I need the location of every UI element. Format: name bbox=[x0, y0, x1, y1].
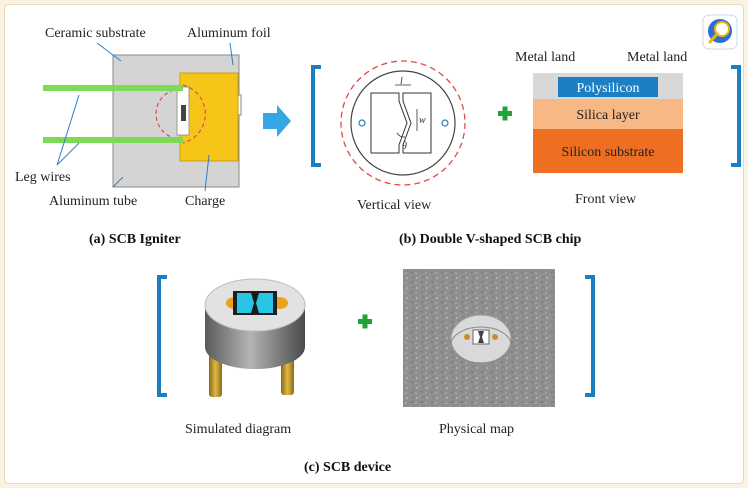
front-view-diagram bbox=[533, 73, 683, 173]
label-aluminum-tube: Aluminum tube bbox=[49, 194, 137, 209]
symbol-l: l bbox=[400, 76, 403, 87]
scb-figure: Ceramic substrate Aluminum foil Leg wire… bbox=[15, 14, 741, 475]
label-silica-layer: Silica layer bbox=[576, 108, 640, 123]
label-polysilicon: Polysilicon bbox=[576, 81, 639, 96]
label-physical-map: Physical map bbox=[439, 422, 514, 437]
plus-icon bbox=[498, 106, 512, 121]
label-charge: Charge bbox=[185, 194, 225, 209]
label-leg-wires: Leg wires bbox=[15, 170, 71, 185]
caption-c: (c) SCB device bbox=[304, 460, 391, 475]
leg-wire-top bbox=[43, 85, 183, 91]
label-aluminum-foil: Aluminum foil bbox=[187, 26, 271, 41]
physical-device-photo bbox=[403, 269, 555, 407]
bracket-left-b bbox=[311, 65, 321, 167]
silica-layer bbox=[533, 99, 683, 129]
label-simulated-diagram: Simulated diagram bbox=[185, 422, 291, 437]
bracket-right-c bbox=[585, 275, 595, 397]
magnifier-icon[interactable] bbox=[702, 14, 738, 50]
bracket-right-b bbox=[731, 65, 741, 167]
label-front-view: Front view bbox=[575, 192, 637, 207]
simulated-device-3d bbox=[204, 278, 306, 397]
polysilicon-layer bbox=[558, 77, 658, 97]
label-vertical-view: Vertical view bbox=[357, 198, 432, 213]
label-metal-land-right: Metal land bbox=[627, 50, 687, 65]
caption-a: (a) SCB Igniter bbox=[89, 232, 181, 247]
symbol-w: w bbox=[419, 115, 426, 126]
silicon-substrate-layer bbox=[533, 129, 683, 173]
symbol-theta: θ bbox=[402, 141, 407, 152]
label-ceramic-substrate: Ceramic substrate bbox=[45, 26, 146, 41]
bracket-left-c bbox=[157, 275, 167, 397]
vertical-view-diagram bbox=[340, 60, 466, 186]
right-arrow-icon bbox=[263, 105, 291, 137]
dashed-arc bbox=[182, 84, 206, 144]
plus-icon-c bbox=[358, 314, 372, 329]
scb-igniter-drawing bbox=[43, 42, 242, 192]
figure-frame: Ceramic substrate Aluminum foil Leg wire… bbox=[4, 4, 744, 484]
caption-b: (b) Double V-shaped SCB chip bbox=[399, 232, 582, 247]
bridge-chip bbox=[181, 105, 186, 121]
label-silicon-substrate: Silicon substrate bbox=[562, 145, 655, 160]
dashed-circle bbox=[340, 60, 466, 186]
label-metal-land-left: Metal land bbox=[515, 50, 575, 65]
leg-wire-bottom bbox=[43, 137, 183, 143]
